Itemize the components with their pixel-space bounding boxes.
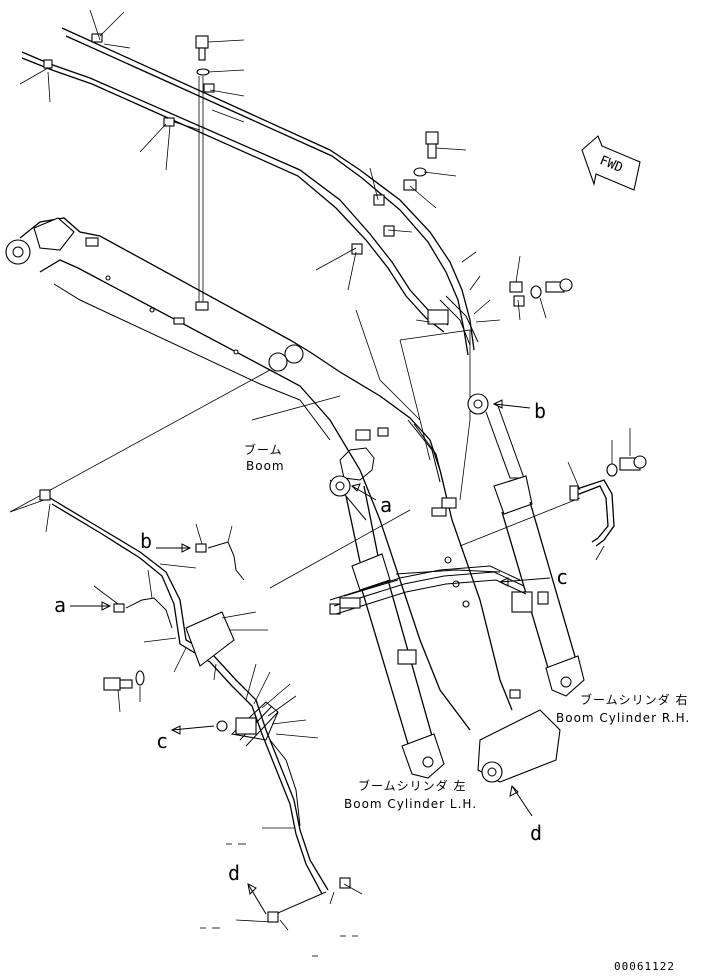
lower-pipe-assembly — [9, 489, 363, 957]
callout-c-right: c — [556, 565, 568, 589]
callout-a-upper: a — [380, 493, 392, 517]
callout-a-lower: a — [54, 593, 66, 617]
boom — [5, 217, 561, 783]
boom-cylinder-lh-label-jp: ブームシリンダ 左 — [358, 778, 466, 793]
upper-tube-assembly — [19, 9, 573, 356]
pipe-assembly-right — [567, 428, 647, 561]
boom-cylinder-rh — [467, 393, 585, 697]
callout-c-left: c — [156, 729, 168, 753]
callout-d-right: d — [530, 821, 542, 845]
callout-d-left: d — [228, 861, 240, 885]
boom-cylinder-rh-label-en: Boom Cylinder R.H. — [556, 711, 690, 725]
drawing-number: 00061122 — [614, 960, 675, 973]
boom-cylinder-rh-label-jp: ブームシリンダ 右 — [580, 692, 688, 707]
reference-lines — [9, 309, 581, 589]
boom-cylinder-lh-label-en: Boom Cylinder L.H. — [344, 797, 477, 811]
boom-cylinder-lh — [329, 475, 445, 779]
callout-b-lower: b — [140, 529, 152, 553]
boom-label-en: Boom — [246, 459, 285, 473]
boom-label-jp: ブーム — [244, 442, 283, 457]
fwd-arrow-icon: FWD — [581, 135, 641, 191]
callout-b-upper: b — [534, 399, 546, 423]
